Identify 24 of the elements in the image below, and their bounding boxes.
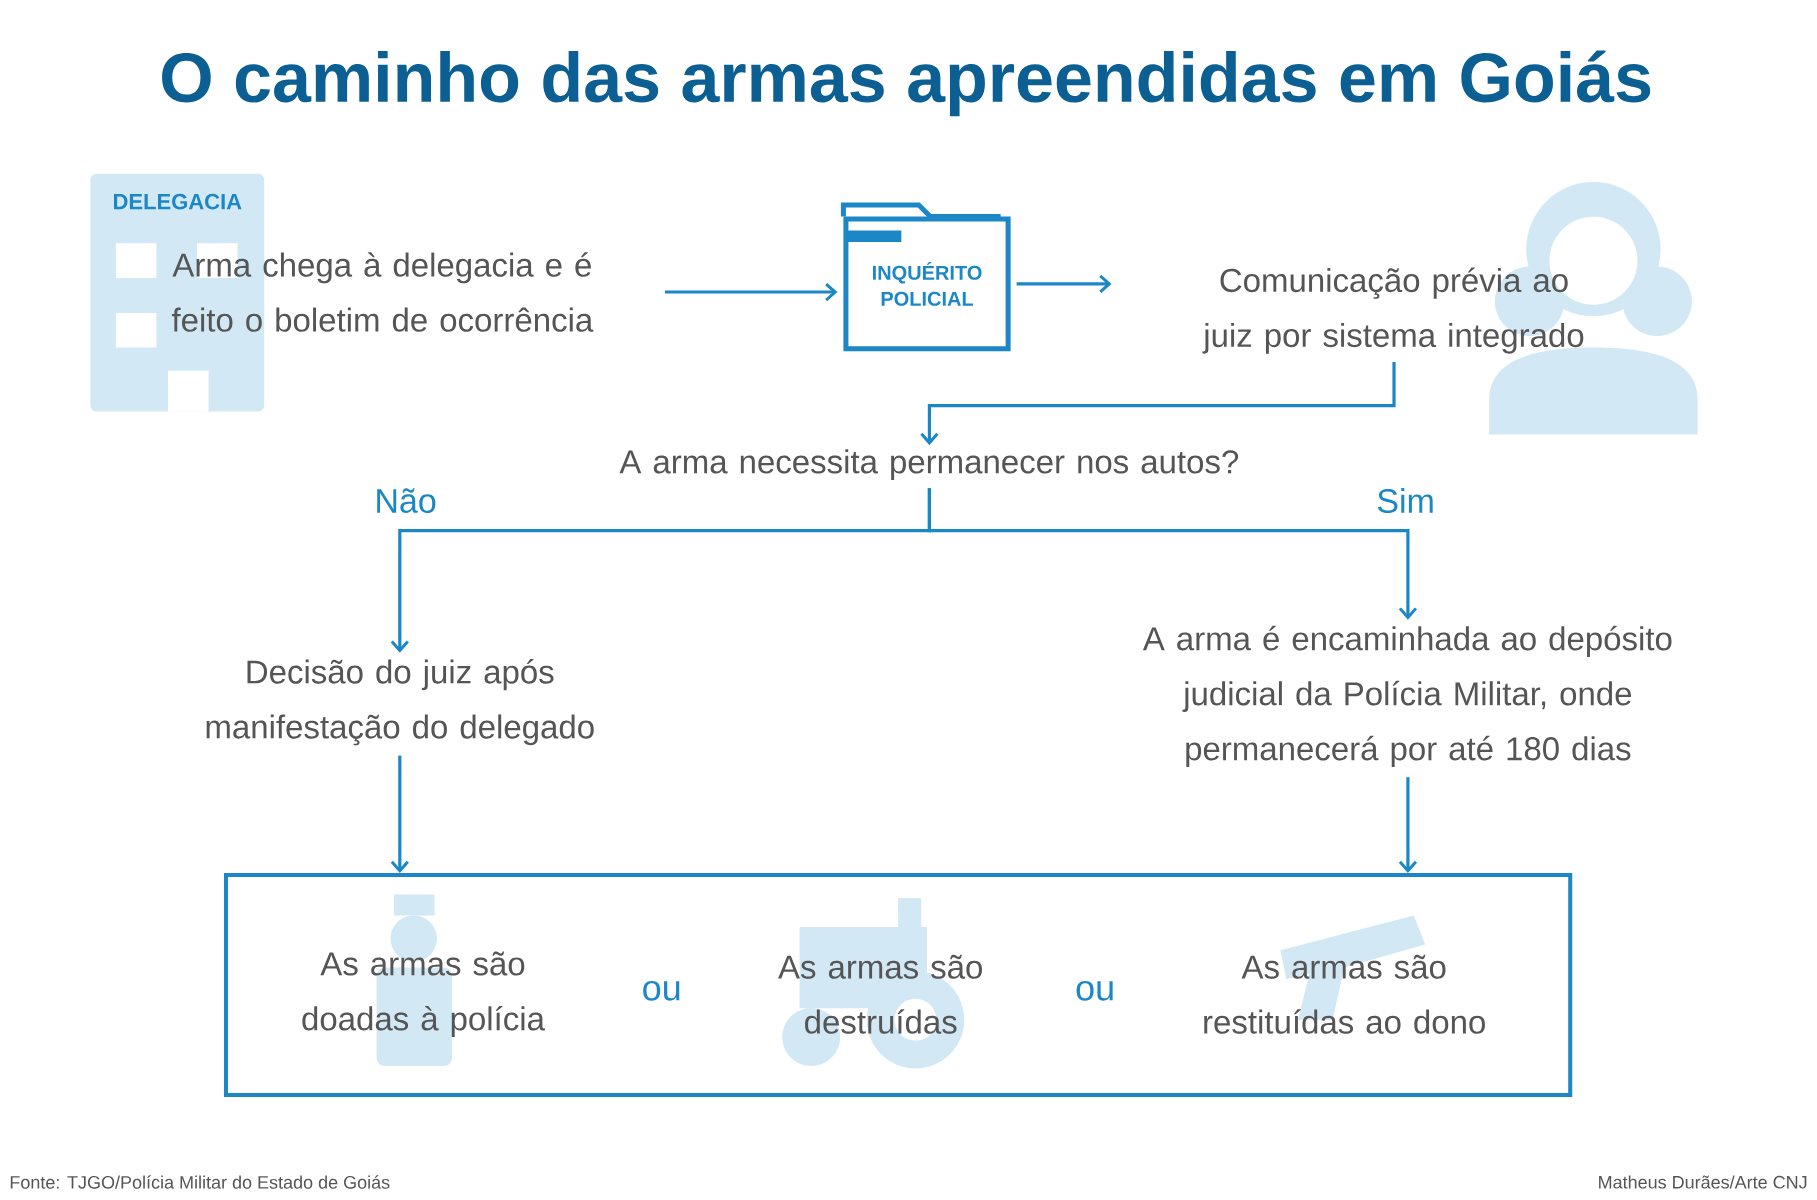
edge-label: Não: [372, 486, 439, 515]
outcome-box: [224, 872, 1573, 1098]
step-text: Comunicação prévia ao juiz por sistema integrado: [1202, 267, 1584, 354]
credit-note: Matheus Durães/Arte CNJ: [1599, 1175, 1807, 1189]
step-text: As armas são restituídas ao dono: [1204, 954, 1485, 1034]
step-text: A arma necessita permanecer nos autos?: [619, 449, 1239, 481]
edge-label: Sim: [1374, 486, 1437, 516]
step-text: Decisão do juiz após manifestação do delegado: [206, 659, 594, 746]
step-text: Arma chega à delegacia e é feito o boletim de ocorrência: [171, 252, 594, 332]
arrow: [920, 361, 1396, 446]
arrow: [1398, 777, 1418, 873]
title: O caminho das armas apreendidas em Goiás: [162, 50, 1651, 117]
arrow: [1016, 274, 1112, 294]
source-note: Fonte: TJGO/Polícia Militar do Estado de Goiás: [10, 1175, 390, 1189]
connector-word: ou: [643, 980, 680, 1001]
connector-word: ou: [1076, 980, 1113, 1001]
arrow: [390, 755, 409, 873]
step-text: As armas são destruídas: [778, 954, 982, 1034]
step-text: As armas são doadas à polícia: [302, 951, 545, 1038]
building-label: DELEGACIA: [114, 193, 242, 210]
folder-box: INQUÉRITO POLICIAL: [840, 202, 1011, 352]
arrow: [664, 282, 838, 302]
step-text: A arma é encaminhada ao depósito judicial da Polícia Militar, onde permanecerá por até 180 dias: [1142, 625, 1672, 767]
arrow: [927, 488, 1418, 620]
